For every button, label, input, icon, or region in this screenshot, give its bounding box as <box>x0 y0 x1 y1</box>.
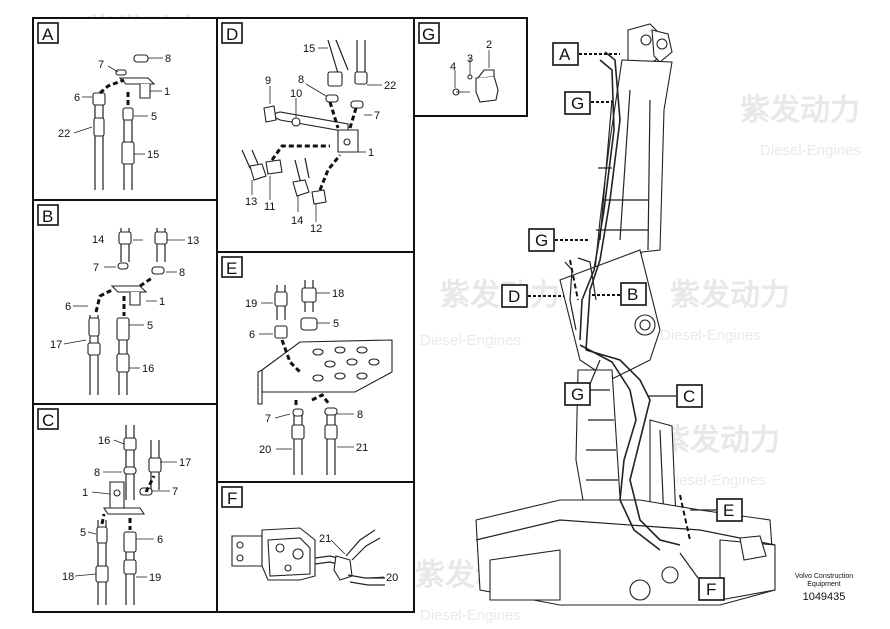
footer: Volvo Construction Equipment 1049435 <box>795 573 853 603</box>
callout-f-20: 20 <box>386 572 398 584</box>
panel-b-frame <box>32 199 218 405</box>
watermark-brand: 紫发动力 <box>740 94 860 127</box>
callout-a-1: 1 <box>164 86 170 98</box>
callout-b-5: 5 <box>147 320 153 332</box>
panel-d-tag: D <box>221 22 243 44</box>
overview-callout-a: A <box>559 45 571 64</box>
overview-callout-g-1: G <box>571 94 584 113</box>
watermark-brand: 紫发动力 <box>440 279 560 312</box>
panel-a-letter: A <box>42 25 54 44</box>
callout-d-14: 14 <box>291 215 303 227</box>
watermark-brand: 紫发动力 <box>660 424 780 457</box>
overview-callout-b: B <box>627 285 638 304</box>
overview-callout-c: C <box>683 387 695 406</box>
panel-g-drawing: 2 3 4 <box>450 39 499 103</box>
callout-c-8: 8 <box>94 467 100 479</box>
callout-b-6: 6 <box>65 301 71 313</box>
callout-g-2: 2 <box>486 39 492 51</box>
panel-f-letter: F <box>227 489 237 508</box>
panel-f-drawing: 21 20 <box>231 527 398 586</box>
callout-d-12: 12 <box>310 223 322 235</box>
footer-company-line1: Volvo Construction <box>795 573 853 580</box>
callout-g-4: 4 <box>450 61 456 73</box>
footer-company-line2: Equipment <box>807 581 841 588</box>
callout-c-7: 7 <box>172 486 178 498</box>
watermark-sub: Diesel-Engines <box>760 142 861 159</box>
callout-c-16: 16 <box>98 435 110 447</box>
panel-c-tag: C <box>37 408 59 430</box>
panel-d-letter: D <box>226 25 238 44</box>
panel-e-tag: E <box>221 256 243 278</box>
callout-b-7: 7 <box>93 262 99 274</box>
callout-b-8: 8 <box>179 267 185 279</box>
callout-e-7: 7 <box>265 413 271 425</box>
callout-g-3: 3 <box>467 53 473 65</box>
callout-d-1: 1 <box>368 147 374 159</box>
overview-callout-g-3: G <box>571 385 584 404</box>
callout-a-6: 6 <box>74 92 80 104</box>
callout-b-17: 17 <box>50 339 62 351</box>
overview-callouts: A G G D B G C E F <box>501 42 743 601</box>
panel-a-drawing: 8 7 1 6 5 22 15 <box>58 53 171 190</box>
callout-c-5: 5 <box>80 527 86 539</box>
callout-b-16: 16 <box>142 363 154 375</box>
callout-f-21: 21 <box>319 533 331 545</box>
overview-callout-e: E <box>723 501 734 520</box>
panel-d-frame <box>216 17 415 253</box>
overview-callout-d: D <box>508 287 520 306</box>
panel-c-letter: C <box>42 411 54 430</box>
watermark-sub: Diesel-Engines <box>660 327 761 344</box>
callout-d-22: 22 <box>384 80 396 92</box>
callout-e-18: 18 <box>332 288 344 300</box>
callout-c-19: 19 <box>149 572 161 584</box>
callout-b-14: 14 <box>92 234 104 246</box>
watermark-sub: Diesel-Engines <box>420 332 521 349</box>
callout-d-11: 11 <box>264 201 275 213</box>
callout-a-8: 8 <box>165 53 171 65</box>
panel-d-drawing: 15 22 9 8 10 7 1 13 11 14 12 <box>241 39 396 235</box>
watermark-sub: Diesel-Engines <box>665 472 766 489</box>
panel-g-tag: G <box>418 22 440 44</box>
callout-c-6: 6 <box>157 534 163 546</box>
panel-b-tag: B <box>37 204 59 226</box>
callout-e-20: 20 <box>259 444 271 456</box>
watermark-sub: Diesel-Engines <box>420 607 521 624</box>
callout-a-22: 22 <box>58 128 70 140</box>
callout-a-15: 15 <box>147 149 159 161</box>
watermark-brand: 紫发动力 <box>670 279 790 312</box>
overview-callout-f: F <box>706 580 716 599</box>
callout-e-5: 5 <box>333 318 339 330</box>
callout-d-9: 9 <box>265 75 271 87</box>
panel-b-drawing: 14 13 7 8 6 1 5 17 16 <box>50 228 199 395</box>
callout-c-18: 18 <box>62 571 74 583</box>
callout-e-6: 6 <box>249 329 255 341</box>
callout-c-17: 17 <box>179 457 191 469</box>
callout-d-13: 13 <box>245 196 257 208</box>
panel-a-tag: A <box>37 22 59 44</box>
callout-e-19: 19 <box>245 298 257 310</box>
panel-f-tag: F <box>221 486 243 508</box>
panel-g-letter: G <box>422 25 435 44</box>
overview-callout-g-2: G <box>535 231 548 250</box>
callout-c-1: 1 <box>82 487 88 499</box>
callout-d-15: 15 <box>303 43 315 55</box>
drawing-number: 1049435 <box>803 591 846 603</box>
callout-a-7: 7 <box>98 59 104 71</box>
callout-e-8: 8 <box>357 409 363 421</box>
panel-c-drawing: 16 17 8 7 1 5 6 18 19 <box>62 425 191 605</box>
callout-d-10: 10 <box>290 88 302 100</box>
callout-a-5: 5 <box>151 111 157 123</box>
callout-d-8: 8 <box>298 74 304 86</box>
callout-d-7: 7 <box>374 110 380 122</box>
callout-b-13: 13 <box>187 235 199 247</box>
callout-b-1: 1 <box>159 296 165 308</box>
callout-e-21: 21 <box>356 442 368 454</box>
panel-b-letter: B <box>42 207 53 226</box>
panel-e-letter: E <box>226 259 237 278</box>
panel-e-drawing: 19 18 6 5 7 8 20 21 <box>245 280 393 475</box>
